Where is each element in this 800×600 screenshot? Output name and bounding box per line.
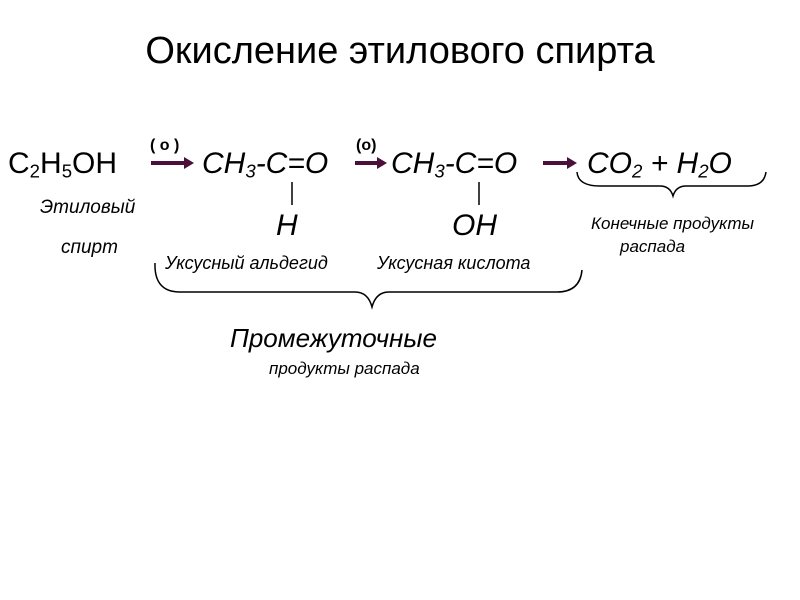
reaction-arrow-3 [543, 157, 577, 169]
aldehyde-part-co: -C=O [255, 147, 329, 180]
final-sub-2b: 2 [698, 160, 709, 182]
final-caption-line1: Конечные продукты [591, 214, 755, 233]
final-caption-line2: распада [620, 237, 686, 256]
aldehyde-formula: CH3-C=O [202, 146, 328, 182]
acid-part-ch: CH [391, 147, 435, 180]
aldehyde-sub-3: 3 [245, 160, 256, 182]
ethanol-sub-2: 2 [29, 160, 41, 182]
ethanol-formula: C2H5OH [8, 146, 117, 182]
acid-part-co: -C=O [444, 147, 518, 180]
oxidizer-label-2: (o) [356, 137, 377, 154]
acid-sub-3: 3 [434, 160, 445, 182]
aldehyde-caption: Уксусный альдегид [165, 253, 328, 273]
final-part-o: O [708, 147, 732, 180]
acid-oh-group: OH [452, 209, 497, 242]
final-sub-2a: 2 [632, 160, 643, 182]
aldehyde-h-atom: H [276, 209, 298, 242]
final-products-brace [576, 171, 767, 199]
reaction-arrow-2 [355, 157, 387, 169]
ethanol-part-h: H [40, 147, 62, 180]
aldehyde-part-ch: CH [202, 147, 246, 180]
page-title: Окисление этилового спирта [145, 30, 655, 72]
acid-caption: Уксусная кислота [377, 253, 531, 273]
intermediate-products-label: Промежуточные [230, 323, 437, 353]
ethanol-part-c: C [8, 147, 30, 180]
intermediate-products-brace [154, 262, 583, 310]
final-part-co: CO [587, 147, 632, 180]
ethanol-part-oh: OH [72, 147, 118, 180]
final-products-formula: CO2 + H2O [587, 146, 732, 182]
final-part-plus-h: + H [642, 147, 699, 180]
intermediate-products-sublabel: продукты распада [269, 359, 420, 378]
ethanol-caption-line2: спирт [61, 237, 118, 258]
ethanol-caption-line1: Этиловый [40, 197, 136, 218]
reaction-arrow-1 [151, 157, 194, 169]
oxidizer-label-1: ( o ) [150, 137, 180, 154]
ethanol-sub-5: 5 [61, 160, 73, 182]
acid-formula: CH3-C=O [391, 146, 517, 182]
